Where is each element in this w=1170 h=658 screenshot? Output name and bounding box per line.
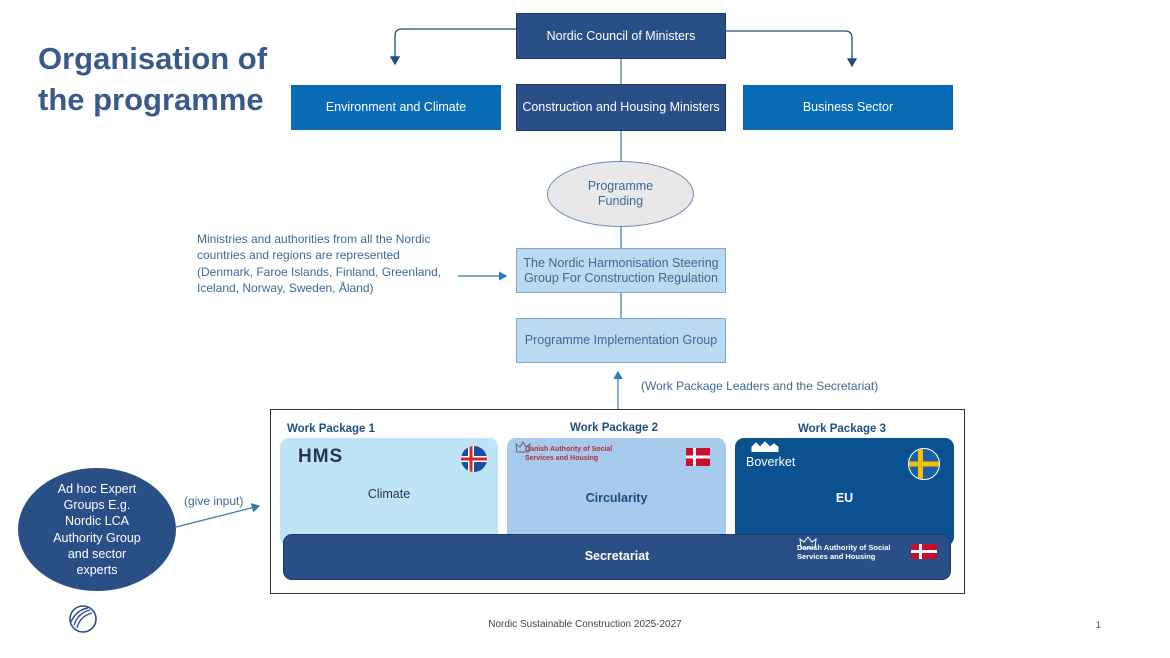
sweden-flag-icon	[908, 448, 940, 480]
wp1-box: HMS Climate	[280, 438, 498, 546]
adhoc-node: Ad hoc Expert Groups E.g. Nordic LCA Aut…	[18, 468, 176, 591]
page-title: Organisation of the programme	[38, 41, 268, 117]
hms-logo: HMS	[298, 446, 344, 467]
secretariat-danish-authority-logo: Danish Authority of Social Services and …	[797, 543, 891, 561]
crown-icon	[515, 440, 531, 459]
steering-node: The Nordic Harmonisation Steering Group …	[516, 248, 726, 293]
construction-node: Construction and Housing Ministers	[516, 84, 726, 131]
wp3-label: EU	[835, 491, 854, 505]
secretariat-crown-icon	[799, 535, 817, 555]
give-input-note: (give input)	[184, 494, 244, 508]
danish-authority-logo: Danish Authority of Social Services and …	[525, 446, 613, 462]
secretariat-label: Secretariat	[584, 549, 650, 563]
footer-text: Nordic Sustainable Construction 2025-202…	[488, 619, 682, 630]
funding-label: Programme Funding	[587, 179, 654, 208]
arrow-adhoc-to-frame	[175, 503, 261, 528]
ministries-note: Ministries and authorities from all the …	[197, 232, 442, 295]
nordic-swan-logo-icon	[66, 604, 100, 639]
wp2-label: Circularity	[585, 491, 648, 505]
council-node: Nordic Council of Ministers	[516, 13, 726, 59]
boverket-logo: Boverket	[746, 455, 796, 469]
wp2-title: Work Package 2	[570, 422, 659, 434]
implementation-node: Programme Implementation Group	[516, 318, 726, 363]
arrow-to-environment	[389, 28, 516, 66]
secretariat-denmark-flag-icon	[911, 544, 937, 559]
wp1-label: Climate	[367, 487, 411, 501]
work-packages-frame	[270, 409, 965, 594]
business-node: Business Sector	[743, 85, 953, 130]
adhoc-label: Ad hoc Expert Groups E.g. Nordic LCA Aut…	[53, 481, 141, 578]
page-number: 1	[1096, 620, 1102, 630]
wp3-box: Boverket EU	[735, 438, 954, 546]
wp-leaders-note: (Work Package Leaders and the Secretaria…	[641, 379, 879, 393]
arrow-to-business	[726, 30, 858, 68]
wp2-box: Danish Authority of Social Services and …	[507, 438, 726, 546]
environment-node: Environment and Climate	[291, 85, 501, 130]
secretariat-box: Secretariat Danish Authority of Social S…	[283, 534, 951, 580]
funding-node: Programme Funding	[547, 161, 694, 227]
wp1-title: Work Package 1	[287, 423, 376, 435]
wp3-title: Work Package 3	[798, 423, 887, 435]
denmark-flag-icon	[686, 448, 710, 466]
boverket-roof-icon	[751, 440, 781, 458]
iceland-flag-icon	[461, 446, 487, 472]
